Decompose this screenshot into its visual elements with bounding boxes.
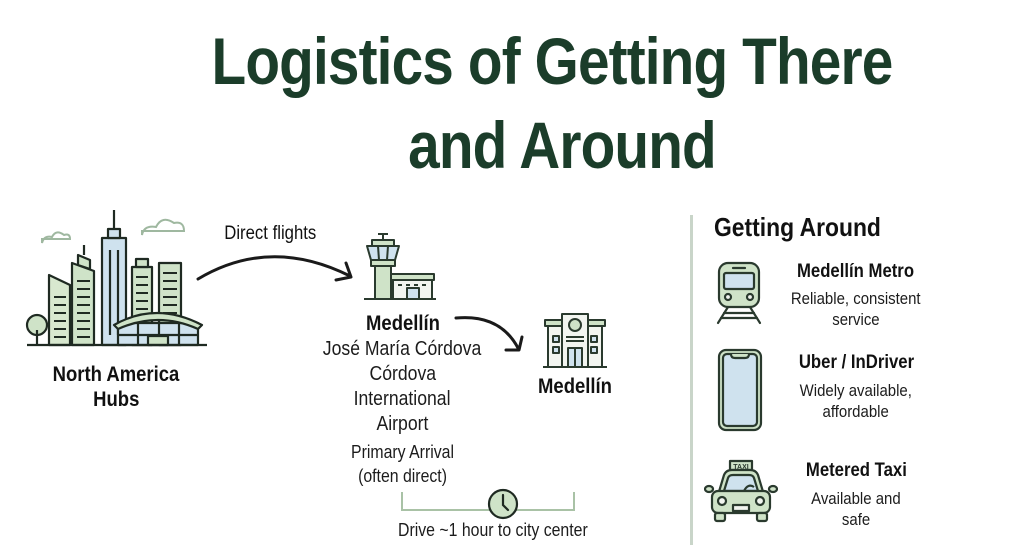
origin-label-line-2: Hubs (92, 388, 140, 411)
clock-icon (487, 488, 519, 520)
svg-text:TAXI: TAXI (733, 464, 748, 471)
airport-tower-icon (364, 233, 436, 300)
rideshare-desc: Widely available, affordable (799, 381, 913, 421)
metro-train-icon (716, 261, 762, 325)
taxi-icon: TAXI (704, 459, 778, 523)
metro-title: Medellín Metro (797, 261, 915, 282)
taxi-title: Metered Taxi (805, 460, 907, 481)
drive-label: Drive ~1 hour to city center (398, 520, 588, 540)
taxi-desc: Available and safe (811, 489, 901, 529)
transport-item-metro: Medellín Metro Reliable, consistent serv… (700, 255, 1020, 335)
flight-label: Direct flights (224, 223, 317, 244)
arrival-note: Primary Arrival (often direct) (351, 442, 454, 486)
origin-label: North America Hubs (30, 362, 202, 412)
city-skyline-icon (25, 210, 207, 347)
airport-name: Medellín (366, 312, 440, 335)
transfer-arrow-icon (454, 316, 524, 352)
destination-name: Medellín (538, 375, 612, 398)
airport-full-name: José María Córdova Córdova International… (323, 338, 482, 435)
getting-around-title: Getting Around (714, 212, 881, 242)
page-title-line-1: Logistics of Getting There (211, 24, 894, 98)
section-divider (690, 215, 693, 545)
flight-arrow-icon (196, 255, 353, 282)
smartphone-icon (717, 348, 763, 432)
transport-item-rideshare: Uber / InDriver Widely available, afford… (700, 345, 1020, 435)
transport-item-taxi: TAXI Metered Taxi Available and safe (700, 455, 1020, 545)
drive-bracket (401, 488, 575, 520)
origin-label-line-1: North America (52, 363, 180, 386)
rideshare-title: Uber / InDriver (798, 352, 914, 373)
page-title-line-2: and Around (408, 108, 717, 182)
city-building-icon (543, 313, 607, 368)
metro-desc: Reliable, consistent service (791, 289, 921, 329)
